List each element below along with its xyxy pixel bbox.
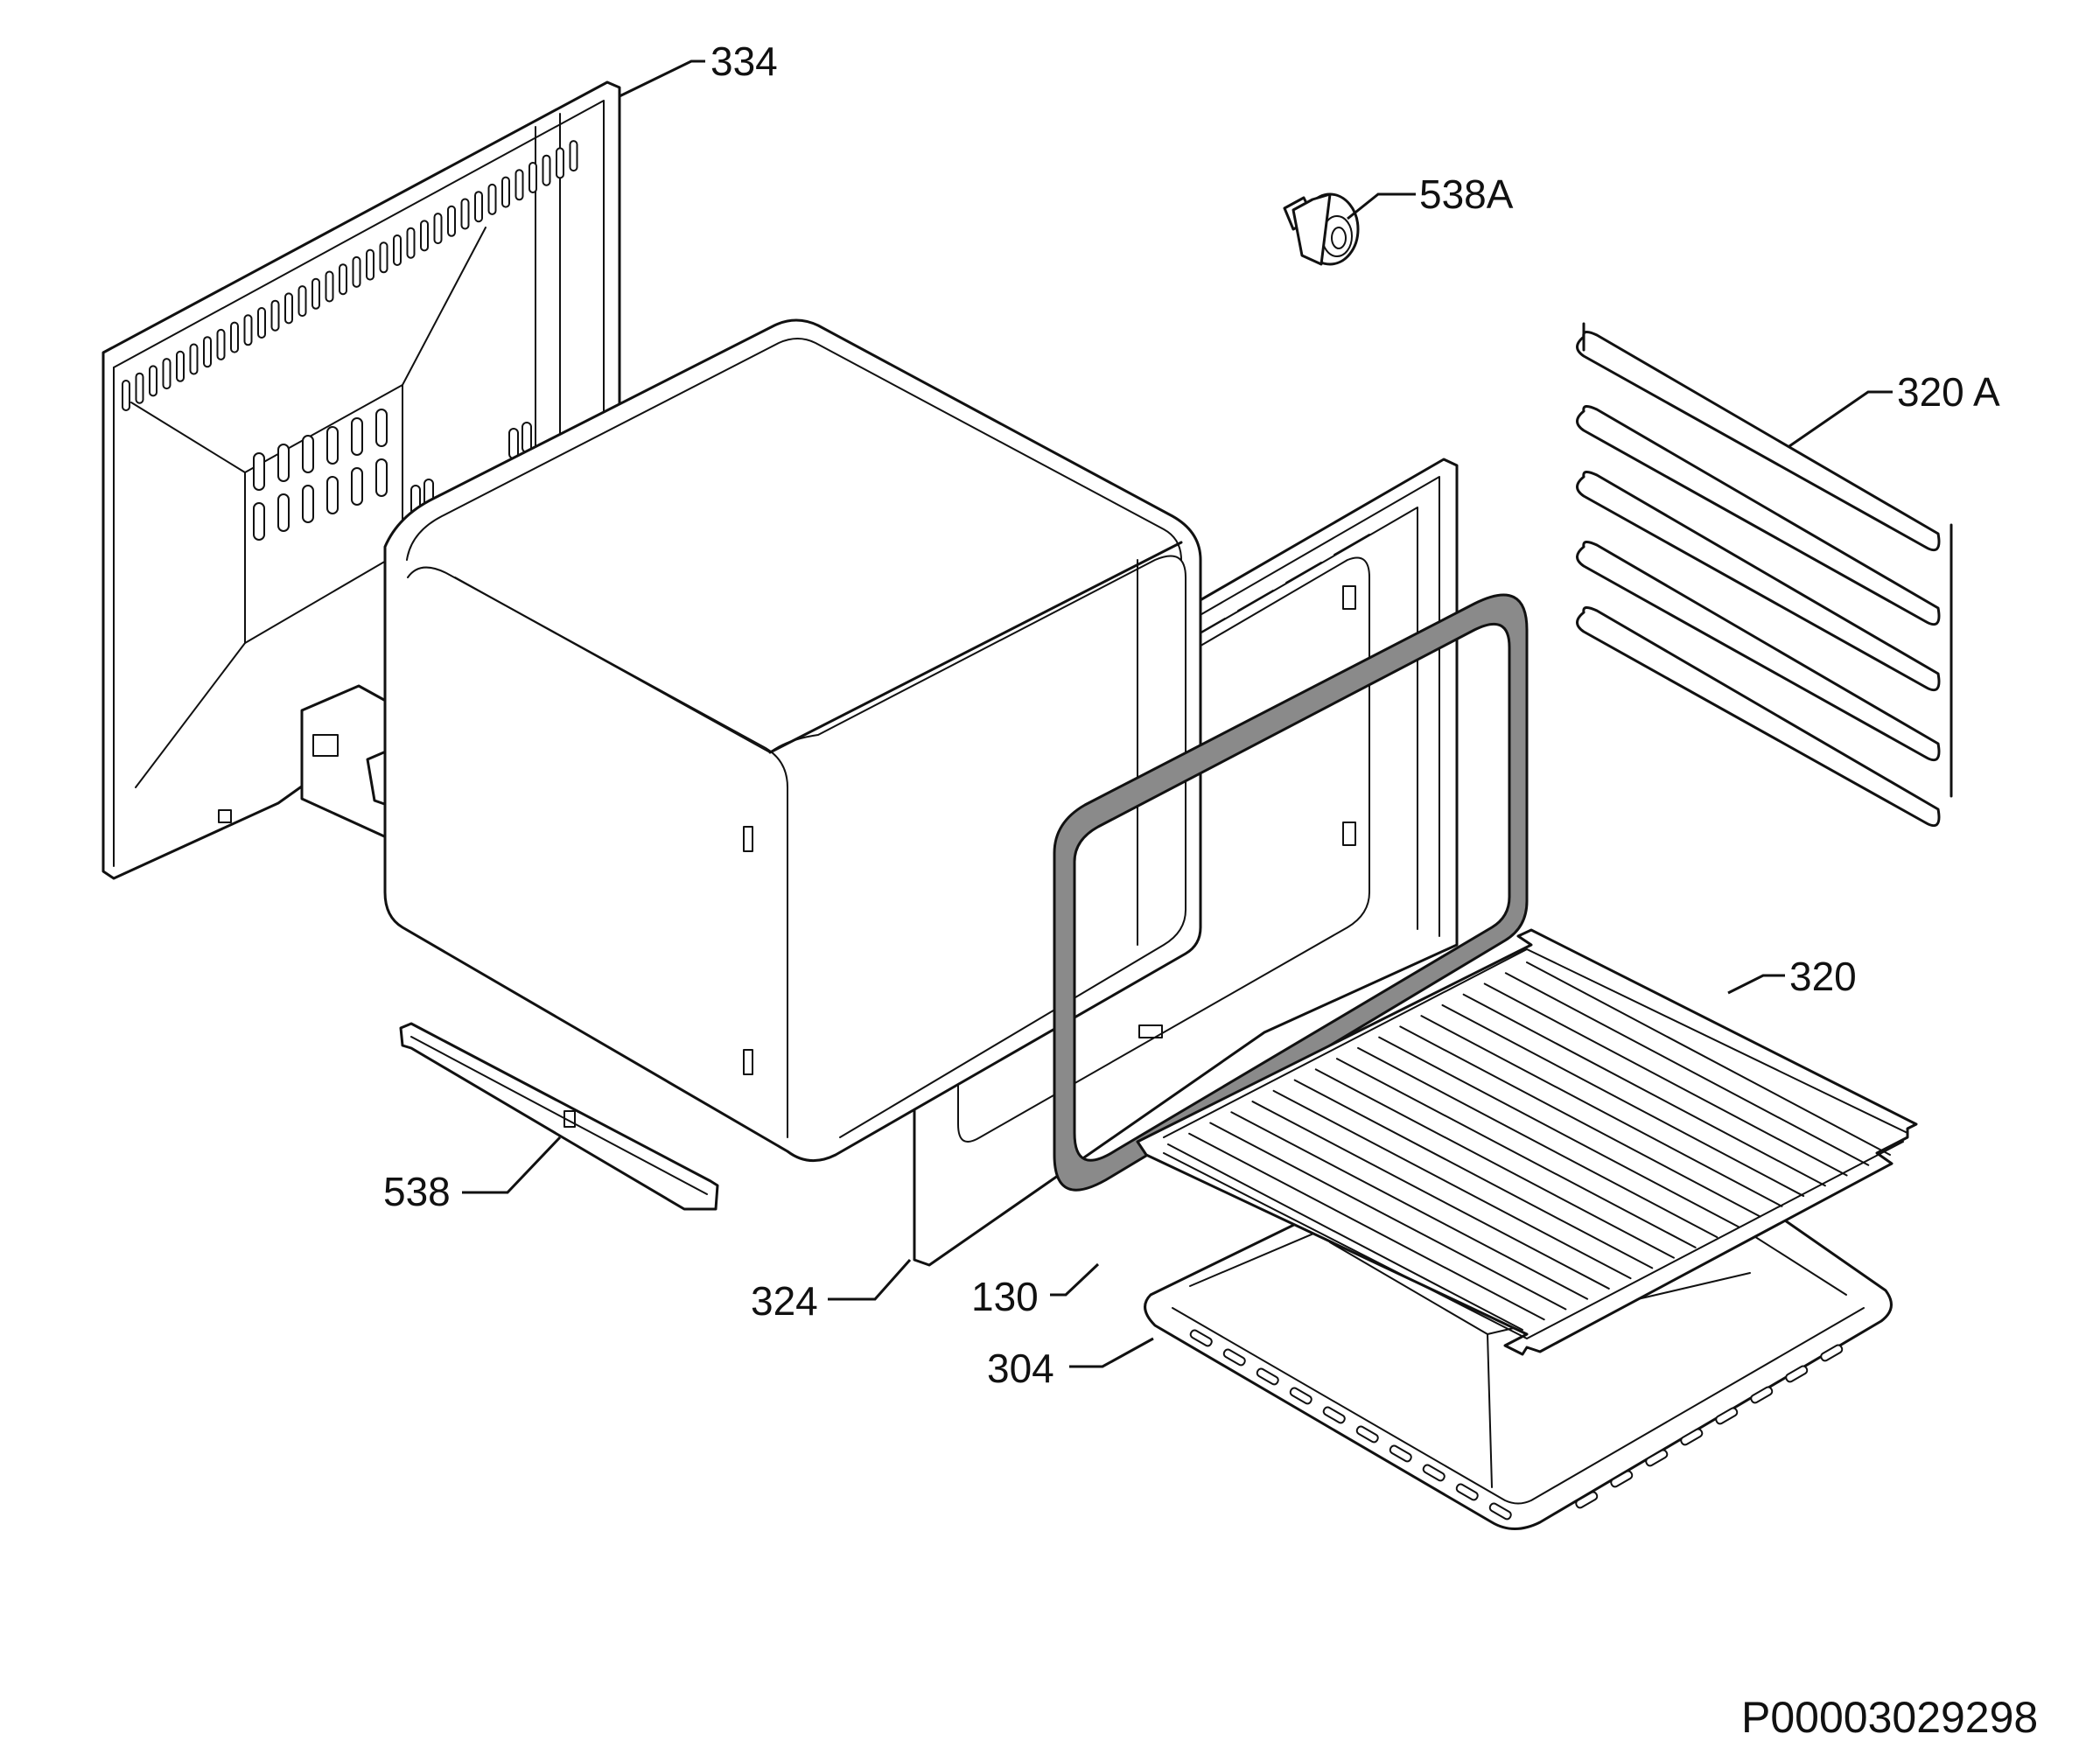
door-gasket-130 [1053,593,1529,1192]
lamp-holder-538a [1283,192,1360,266]
wire-shelf-rods [1163,948,1908,1339]
rear-panel-vent-slots [122,140,578,541]
label-320: 320 [1789,954,1857,999]
wire-shelf-320 [1136,928,1918,1356]
label-324: 324 [751,1278,818,1324]
tray-rim-holes [1189,1329,1844,1521]
drawing-code: P00003029298 [1741,1693,2038,1742]
side-shelf-runner-320a [1576,322,1953,828]
label-304: 304 [987,1346,1054,1391]
label-538: 538 [383,1169,451,1214]
side-mounting-bracket [300,684,394,842]
leader-lines [462,59,1893,1368]
label-320a: 320 A [1897,369,2000,415]
oven-cavity-box [383,318,1202,1162]
label-334: 334 [710,38,778,84]
label-130: 130 [971,1274,1039,1319]
rear-panel-334 [102,80,621,880]
front-trim-strip-538 [399,1022,719,1211]
label-538a: 538A [1419,171,1514,217]
